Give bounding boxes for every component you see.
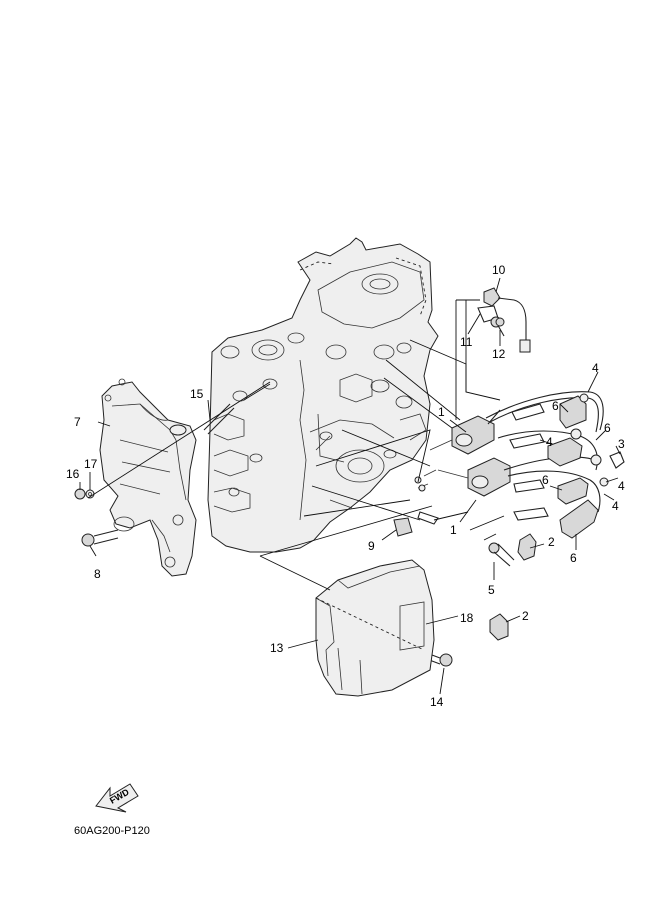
callout-3: 3 xyxy=(618,437,625,451)
mounting-bracket xyxy=(99,378,197,577)
callout-1b: 1 xyxy=(450,523,457,537)
callout-13: 13 xyxy=(270,641,284,655)
callout-2a: 2 xyxy=(548,535,555,549)
coil-cover xyxy=(315,559,435,697)
callout-4c: 4 xyxy=(618,479,625,493)
callout-18: 18 xyxy=(460,611,474,625)
callout-4a: 4 xyxy=(592,361,599,375)
callout-11: 11 xyxy=(460,335,473,349)
callout-12: 12 xyxy=(492,347,506,361)
callout-15: 15 xyxy=(190,387,204,401)
fwd-arrow-icon: FWD xyxy=(95,783,139,813)
leader-lines xyxy=(79,277,621,695)
callout-6b: 6 xyxy=(604,421,611,435)
diagram-code: 60AG200-P120 xyxy=(74,825,150,837)
callout-7: 7 xyxy=(74,415,81,429)
callout-9: 9 xyxy=(368,539,375,553)
callout-16: 16 xyxy=(66,467,80,481)
callout-4b: 4 xyxy=(546,435,553,449)
callout-1a: 1 xyxy=(438,405,445,419)
callout-14: 14 xyxy=(430,695,444,709)
callout-6a: 6 xyxy=(552,399,559,413)
callout-5: 5 xyxy=(488,583,495,597)
callout-6c: 6 xyxy=(542,473,549,487)
engine-block xyxy=(207,237,439,553)
ignition-coil-assembly xyxy=(414,391,625,641)
fasteners xyxy=(74,317,515,667)
callout-8: 8 xyxy=(94,567,101,581)
callout-2b: 2 xyxy=(522,609,529,623)
callout-6d: 6 xyxy=(570,551,577,565)
callout-10: 10 xyxy=(492,263,506,277)
spark-plug-group xyxy=(509,403,549,521)
callout-17: 17 xyxy=(84,457,98,471)
callout-4d: 4 xyxy=(612,499,619,513)
callout-labels: 1 1 2 2 3 4 4 4 4 5 6 6 6 6 7 8 9 10 11 … xyxy=(66,263,625,837)
